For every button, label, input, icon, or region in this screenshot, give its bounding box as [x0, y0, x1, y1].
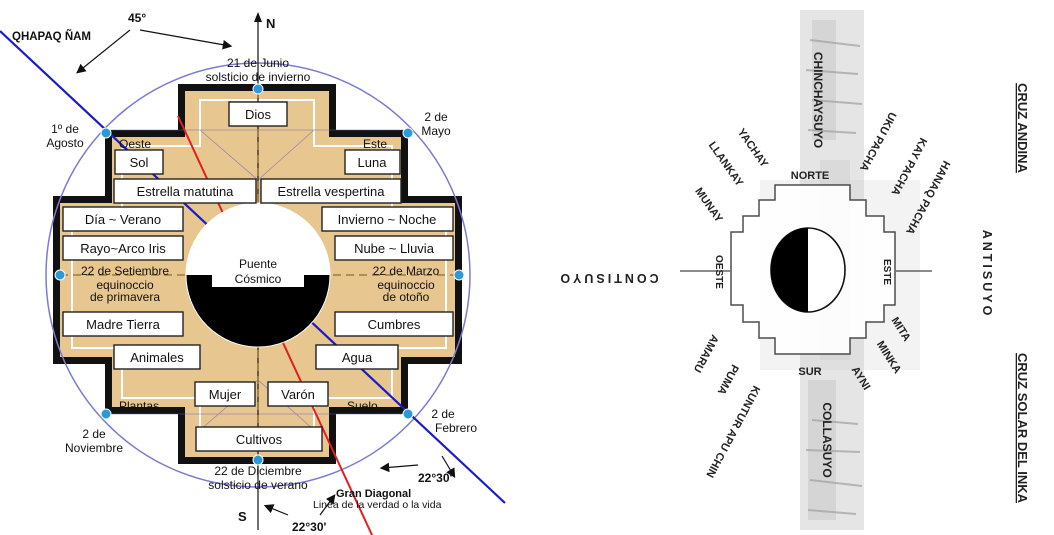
- puente-cosmico: Puente Cósmico: [185, 202, 331, 348]
- llankay-label: LLANKAY: [706, 140, 746, 190]
- cumbres-label: Cumbres: [368, 317, 421, 332]
- chinchaysuyo-label: CHINCHAYSUYO: [811, 52, 825, 148]
- cultivos-label: Cultivos: [236, 432, 283, 447]
- feb-line1: 2 de: [431, 407, 455, 421]
- gran-diagonal-subtitle: Linea de la verdad o la vida: [313, 499, 442, 511]
- qhapaq-nam-label: QHAPAQ ÑAM: [12, 30, 91, 43]
- puma-label: PUMA: [715, 362, 741, 396]
- angle-22-right-arrows: [379, 455, 456, 479]
- sep-name1: equinoccio: [96, 278, 154, 292]
- contisuyo-label: CONTISUYO: [557, 271, 658, 285]
- yachay-label: YACHAY: [735, 127, 771, 171]
- cruz-solar-title: CRUZ SOLAR DEL INKA: [1015, 353, 1030, 504]
- may-line2: Mayo: [421, 124, 451, 138]
- solstice-nodes: [54, 83, 465, 466]
- sep-name2: de primavera: [90, 290, 160, 304]
- norte-label: NORTE: [791, 170, 830, 182]
- angle-22-bottom-arrows: [263, 494, 336, 516]
- sol-label: Sol: [130, 155, 149, 170]
- rayo-arco-iris-label: Rayo~Arco Iris: [80, 241, 166, 256]
- plantas-label: Plantas: [119, 399, 159, 413]
- label-boxes: Dios Sol Luna Estrella matutina Estrella…: [62, 101, 454, 452]
- este-dir-label: ESTE: [881, 259, 892, 285]
- oeste-dir-label: OESTE: [713, 255, 724, 289]
- feb-line2: Febrero: [435, 421, 477, 435]
- dec-name: solsticio de verano: [208, 478, 308, 492]
- angle-22-bottom-label: 22°30': [292, 520, 326, 534]
- north-label: N: [266, 16, 275, 31]
- luna-label: Luna: [358, 155, 388, 170]
- varon-label: Varón: [281, 387, 315, 402]
- june-name: solsticio de invierno: [206, 70, 311, 84]
- oeste-label: Oeste: [119, 137, 151, 151]
- cruz-andina-title: CRUZ ANDINA: [1015, 83, 1030, 173]
- agua-label: Agua: [342, 350, 373, 365]
- nube-lluvia-label: Nube ~ Lluvia: [354, 241, 435, 256]
- este-label: Este: [363, 137, 387, 151]
- june-date: 21 de Junio: [227, 56, 289, 70]
- nov-line1: 2 de: [82, 427, 106, 441]
- collasuyo-label: COLLASUYO: [820, 402, 834, 477]
- may-line1: 2 de: [424, 110, 448, 124]
- puente-line2: Cósmico: [235, 272, 282, 286]
- suelo-label: Suelo: [347, 399, 378, 413]
- cruz-solar-right-diagram: NORTE SUR OESTE ESTE CHINCHAYSUYO COLLAS…: [557, 10, 1030, 530]
- animales-label: Animales: [130, 350, 184, 365]
- madre-tierra-label: Madre Tierra: [86, 317, 160, 332]
- sun-moon-disc: [770, 227, 846, 313]
- north-arrow-icon: [254, 12, 262, 22]
- angle-45-label: 45°: [128, 11, 146, 25]
- mar-name2: de otoño: [383, 290, 430, 304]
- invierno-noche-label: Invierno ~ Noche: [338, 212, 437, 227]
- antisuyo-label: ANTISUYO: [980, 230, 994, 319]
- cruz-andina-left-diagram: Puente Cósmico Dios Sol Luna Estrella ma…: [0, 11, 506, 535]
- south-label: S: [238, 509, 247, 524]
- aug-line2: Agosto: [46, 136, 84, 150]
- kuntur-label: KUNTUR APU CHIN: [703, 383, 762, 479]
- mar-date: 22 de Marzo: [373, 264, 440, 278]
- sur-label: SUR: [798, 366, 821, 378]
- dia-verano-label: Día ~ Verano: [85, 212, 161, 227]
- puente-line1: Puente: [239, 257, 277, 271]
- nov-line2: Noviembre: [65, 441, 123, 455]
- munay-label: MUNAY: [692, 186, 725, 226]
- dios-label: Dios: [245, 107, 272, 122]
- sep-date: 22 de Setiembre: [81, 264, 169, 278]
- angle-22-right-label: 22°30': [418, 471, 452, 485]
- mujer-label: Mujer: [209, 387, 242, 402]
- estrella-vespertina-label: Estrella vespertina: [278, 184, 386, 199]
- amaru-label: AMARU: [691, 333, 721, 375]
- dec-date: 22 de Diciembre: [214, 464, 302, 478]
- estrella-matutina-label: Estrella matutina: [137, 184, 235, 199]
- cruz-andina-text: CRUZ ANDINA: [1015, 83, 1030, 173]
- gran-diagonal-title: Gran Diagonal: [336, 488, 411, 500]
- cruz-solar-text: CRUZ SOLAR DEL INKA: [1015, 353, 1030, 504]
- band-texture: [805, 39, 863, 515]
- mar-name1: equinoccio: [377, 278, 435, 292]
- inner-guide-lines: [105, 129, 408, 431]
- angle-45-arrows: [76, 29, 233, 74]
- aug-line1: 1º de: [51, 122, 79, 136]
